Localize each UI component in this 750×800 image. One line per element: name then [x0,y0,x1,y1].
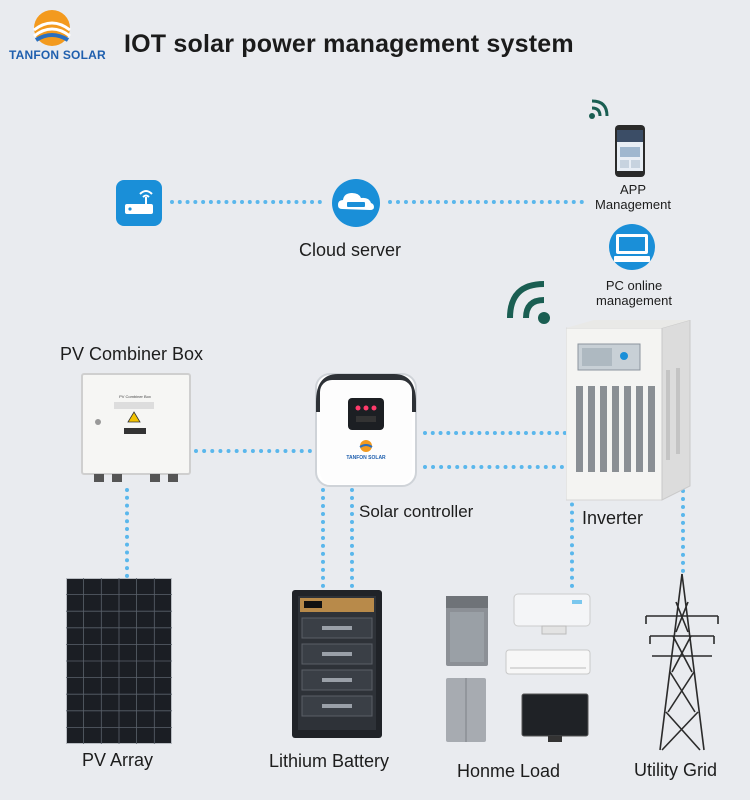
inverter [566,320,692,502]
utility-grid [640,572,724,752]
pc-label-line1: PC online [605,278,663,293]
combiner-box: PV Combiner Box [80,372,192,484]
app-label-line1: APP [619,182,646,197]
controller-brand-text: TANFON SOLAR [346,455,386,461]
pv-array-label: PV Array [82,750,154,770]
brand-logo [30,6,74,46]
link-inverter-grid [681,465,685,573]
cloud-server-label: Cloud server [299,240,402,260]
sun-logo-icon [33,10,71,46]
app-wifi-icon [588,98,614,120]
pc-label-line2: management [596,293,672,308]
app-label-line2: Management [595,197,671,212]
lithium-battery [292,590,382,740]
home-load [440,590,596,746]
controller-label: Solar controller [359,502,474,521]
link-controller-inverter-top [423,431,567,435]
transmission-tower-icon [645,573,719,751]
link-cloud-app [388,200,584,204]
cloud-server-icon [332,179,380,227]
combiner-plate-text: PV Combiner Box [119,394,151,399]
pc-label: PC online management [582,278,686,308]
pc-node [602,223,662,271]
battery-label: Lithium Battery [269,751,390,771]
brand-name: TANFON SOLAR [9,48,106,62]
monitor-icon [609,224,655,270]
link-controller-battery-1 [321,488,325,588]
router-icon [116,180,162,226]
smartphone-icon [615,125,645,177]
load-label: Honme Load [457,761,561,781]
combiner-label: PV Combiner Box [60,344,204,364]
link-combiner-pv [125,488,129,578]
solar-controller: TANFON SOLAR [312,372,420,490]
link-controller-inverter-bottom [423,465,685,469]
cloud-server-node [325,178,387,228]
link-controller-battery-2 [350,488,354,588]
router-node [116,180,162,226]
grid-label: Utility Grid [634,760,718,780]
link-router-cloud [170,200,322,204]
pv-array [66,578,172,744]
wifi-icon [500,278,554,326]
inverter-label: Inverter [582,508,644,528]
link-inverter-load [570,470,574,588]
page-title: IOT solar power management system [124,30,574,58]
app-node [615,125,645,177]
link-combiner-controller [194,449,312,453]
app-label: APP Management [585,182,681,212]
